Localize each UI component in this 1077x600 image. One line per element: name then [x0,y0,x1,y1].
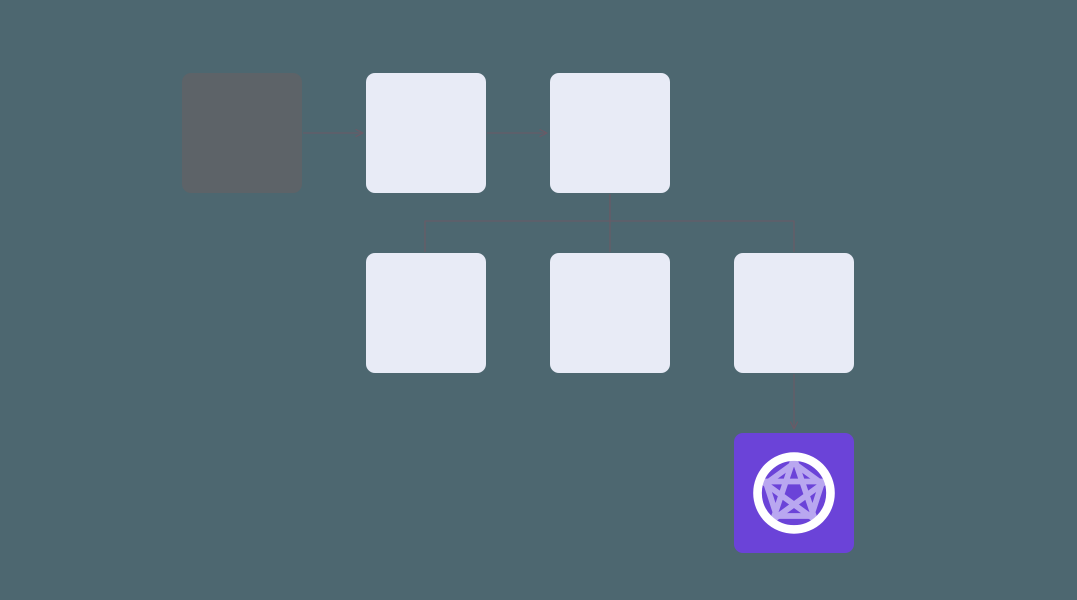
node-bottom-third[interactable] [734,253,854,373]
node-logo-accent[interactable] [734,433,854,553]
edge-node3-to-node6 [609,194,795,252]
node-bottom-second[interactable] [550,253,670,373]
edge-node3-to-node4 [424,194,611,252]
node-top-third[interactable] [550,73,670,193]
node-top-second[interactable] [366,73,486,193]
node-root-dark[interactable] [182,73,302,193]
star-polygon-ring-logo-icon [753,452,835,534]
node-bottom-first[interactable] [366,253,486,373]
